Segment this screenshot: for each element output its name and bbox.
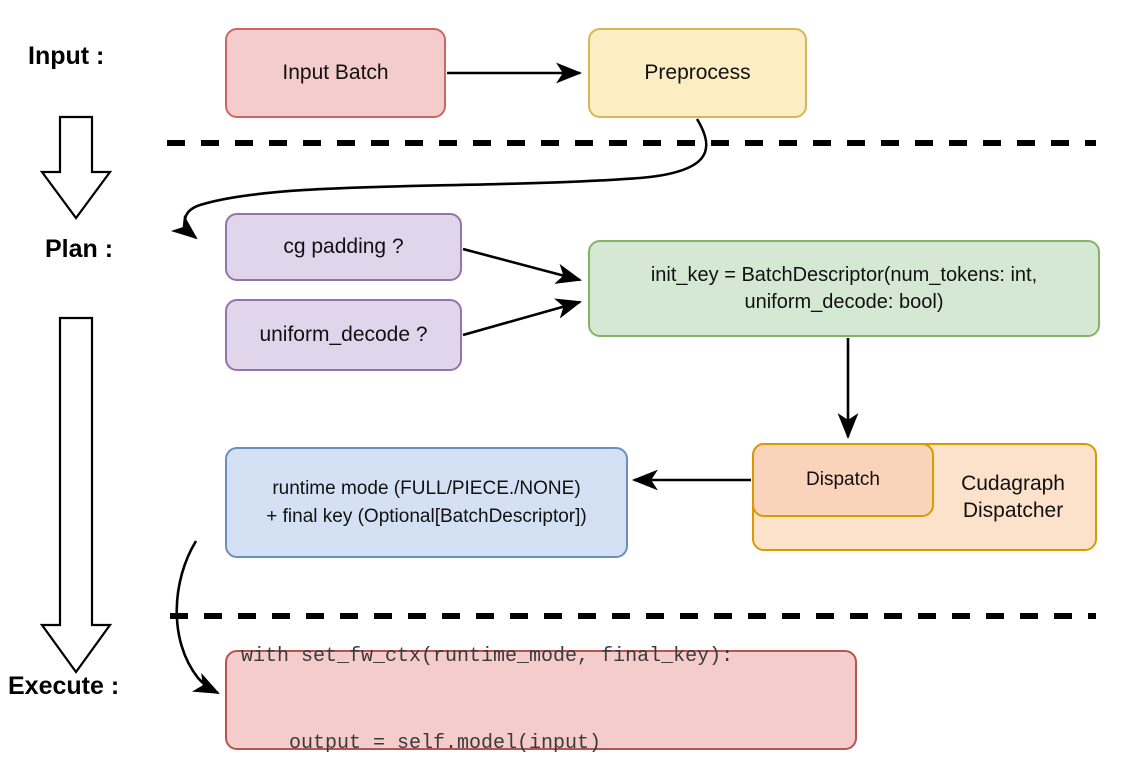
edge-cg-padding-to-init-key (462, 247, 583, 284)
node-input-batch[interactable]: Input Batch (225, 28, 446, 118)
node-preprocess-label: Preprocess (644, 61, 751, 84)
stage-label-input: Input : (28, 42, 105, 70)
node-cg-padding[interactable]: cg padding ? (225, 213, 462, 281)
node-preprocess[interactable]: Preprocess (588, 28, 807, 118)
node-runtime-mode-line1: runtime mode (FULL/PIECE./NONE) (272, 477, 581, 499)
node-uniform-decode-label: uniform_decode ? (259, 323, 428, 346)
edge-runtime-mode-to-code (175, 540, 220, 695)
hollow-arrow-plan-to-execute (39, 316, 113, 674)
node-uniform-decode[interactable]: uniform_decode ? (225, 299, 462, 371)
node-init-key-line1: init_key = BatchDescriptor(num_tokens: i… (650, 263, 1038, 286)
node-input-batch-label: Input Batch (282, 61, 389, 84)
node-dispatch[interactable]: Dispatch (752, 443, 934, 517)
node-init-key[interactable]: init_key = BatchDescriptor(num_tokens: i… (588, 240, 1100, 337)
node-code-block[interactable]: with set_fw_ctx(runtime_mode, final_key)… (225, 645, 857, 755)
node-cg-padding-label: cg padding ? (283, 235, 404, 258)
hollow-arrow-input-to-plan (39, 115, 113, 220)
node-cudagraph-dispatcher-line2: Dispatcher (962, 499, 1064, 522)
node-dispatch-label: Dispatch (806, 469, 880, 490)
node-cudagraph-dispatcher-line1: Cudagraph (961, 471, 1065, 495)
stage-label-plan: Plan : (45, 235, 114, 263)
node-runtime-mode[interactable]: runtime mode (FULL/PIECE./NONE) + final … (225, 447, 628, 558)
code-line-2: output = self.model(input) (241, 732, 602, 755)
node-init-key-line2: uniform_decode: bool) (744, 290, 944, 313)
stage-label-execute: Execute : (8, 672, 120, 700)
code-line-1: with set_fw_ctx(runtime_mode, final_key)… (241, 645, 734, 668)
node-runtime-mode-line2: + final key (Optional[BatchDescriptor]) (266, 505, 587, 527)
edge-uniform-decode-to-init-key (462, 298, 583, 337)
